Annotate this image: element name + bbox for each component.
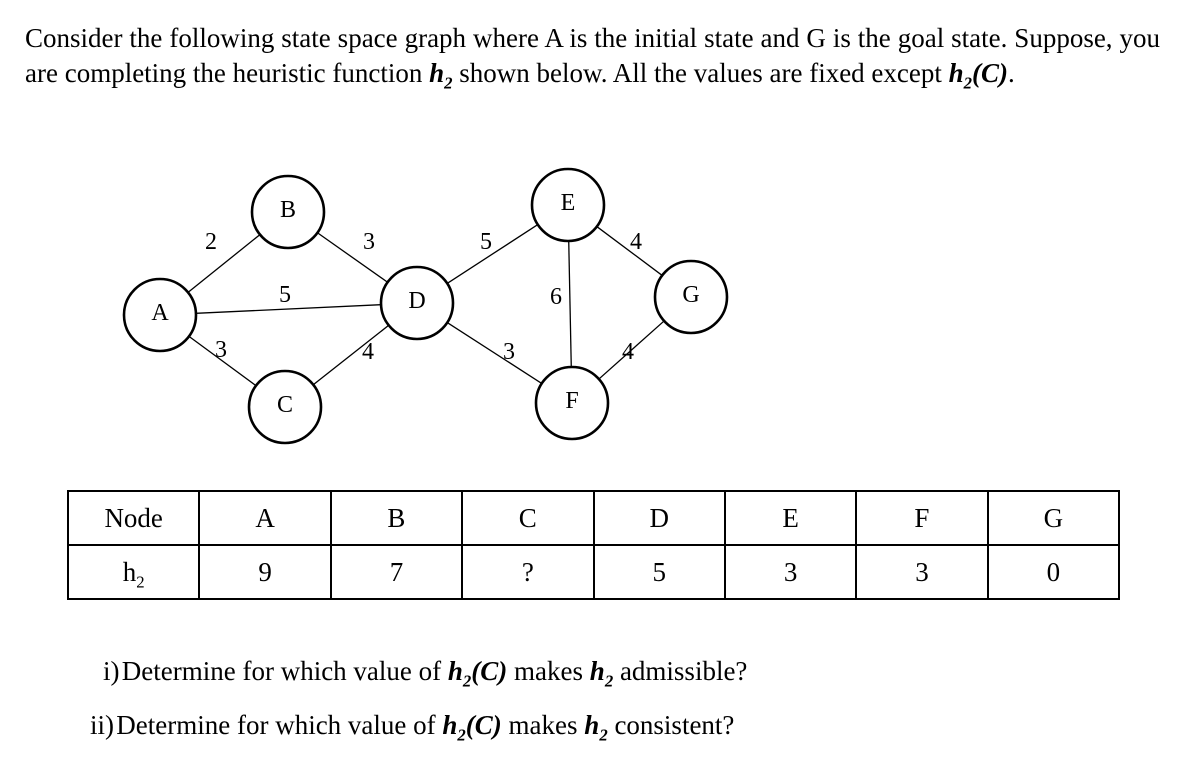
- graph-edge-a-b: [187, 234, 261, 293]
- table-cell: G: [986, 490, 1121, 546]
- table-cell: F: [855, 490, 989, 546]
- question-2: ii) Determine for which value of h2(C) m…: [90, 710, 735, 745]
- table-cell: B: [329, 490, 464, 546]
- graph-edge-e-f: [568, 240, 572, 368]
- node-label: F: [565, 388, 578, 414]
- state-space-graph: A B C D E F G 2 5 3 3 4 5 3 6 4 4: [122, 167, 729, 445]
- node-label: E: [561, 190, 576, 216]
- table-cell: 7: [329, 544, 464, 600]
- intro-text-1: Consider the following state space graph…: [25, 23, 1160, 88]
- graph-node-a: A: [122, 277, 198, 353]
- node-label: A: [151, 300, 169, 326]
- table-cell: 9: [198, 544, 332, 600]
- node-circle: [247, 369, 323, 445]
- question-1: i) Determine for which value of h2(C) ma…: [103, 656, 748, 691]
- graph-edge-e-g: [596, 226, 663, 276]
- table-cell: 3: [855, 544, 989, 600]
- table-cell: 5: [592, 544, 726, 600]
- h2-row-label: h2: [66, 544, 201, 600]
- node-circle: [530, 167, 606, 243]
- node-label: D: [408, 288, 425, 314]
- graph-edge-a-c: [188, 335, 257, 387]
- table-cell: 0: [986, 544, 1121, 600]
- edge-cost-c-d: 4: [362, 339, 374, 365]
- edge-cost-a-b: 2: [205, 229, 217, 255]
- graph-nodes: A B C D E F G: [122, 167, 729, 445]
- graph-node-d: D: [379, 265, 455, 341]
- edge-cost-e-f: 6: [550, 284, 562, 310]
- table-cell: D: [592, 490, 726, 546]
- table-cell: C: [461, 490, 595, 546]
- edge-cost-e-g: 4: [630, 229, 642, 255]
- graph-edge-c-d: [312, 324, 390, 386]
- edge-cost-b-d: 3: [363, 229, 375, 255]
- table-values-row: h2 9 7 ? 5 3 3 0: [66, 544, 1121, 600]
- table-header-row: Node A B C D E F G: [66, 490, 1121, 546]
- graph-edges: [187, 224, 665, 387]
- graph-edge-a-d: [195, 304, 382, 314]
- graph-edge-d-e: [446, 224, 539, 284]
- table-cell: E: [723, 490, 858, 546]
- node-circle: [250, 174, 326, 250]
- table-cell: A: [198, 490, 332, 546]
- table-cell: 3: [723, 544, 858, 600]
- table-cell: ?: [461, 544, 595, 600]
- edge-cost-d-e: 5: [480, 229, 492, 255]
- problem-statement: Consider the following state space graph…: [25, 23, 1160, 93]
- graph-node-c: C: [247, 369, 323, 445]
- graph-node-f: F: [534, 365, 610, 441]
- node-circle: [534, 365, 610, 441]
- h2c-symbol: h2(C): [948, 58, 1009, 93]
- graph-edge-d-f: [446, 321, 543, 385]
- node-header-cell: Node: [66, 490, 201, 546]
- node-label: G: [682, 282, 699, 308]
- edge-cost-f-g: 4: [622, 339, 634, 365]
- node-label: C: [277, 392, 293, 418]
- edge-cost-a-d: 5: [279, 282, 291, 308]
- graph-edge-b-d: [317, 232, 388, 283]
- graph-edge-f-g: [598, 320, 665, 380]
- heuristic-table: Node A B C D E F G h2 9 7 ? 5 3 3 0: [66, 490, 1121, 600]
- intro-text-2: shown below. All the values are fixed ex…: [452, 58, 949, 88]
- edge-cost-d-f: 3: [503, 339, 515, 365]
- node-circle: [122, 277, 198, 353]
- node-circle: [379, 265, 455, 341]
- graph-edge-costs: 2 5 3 3 4 5 3 6 4 4: [205, 229, 642, 365]
- node-circle: [653, 259, 729, 335]
- node-label: B: [280, 197, 296, 223]
- graph-node-b: B: [250, 174, 326, 250]
- graph-node-g: G: [653, 259, 729, 335]
- graph-node-e: E: [530, 167, 606, 243]
- edge-cost-a-c: 3: [215, 337, 227, 363]
- h2-symbol: h2: [429, 58, 453, 93]
